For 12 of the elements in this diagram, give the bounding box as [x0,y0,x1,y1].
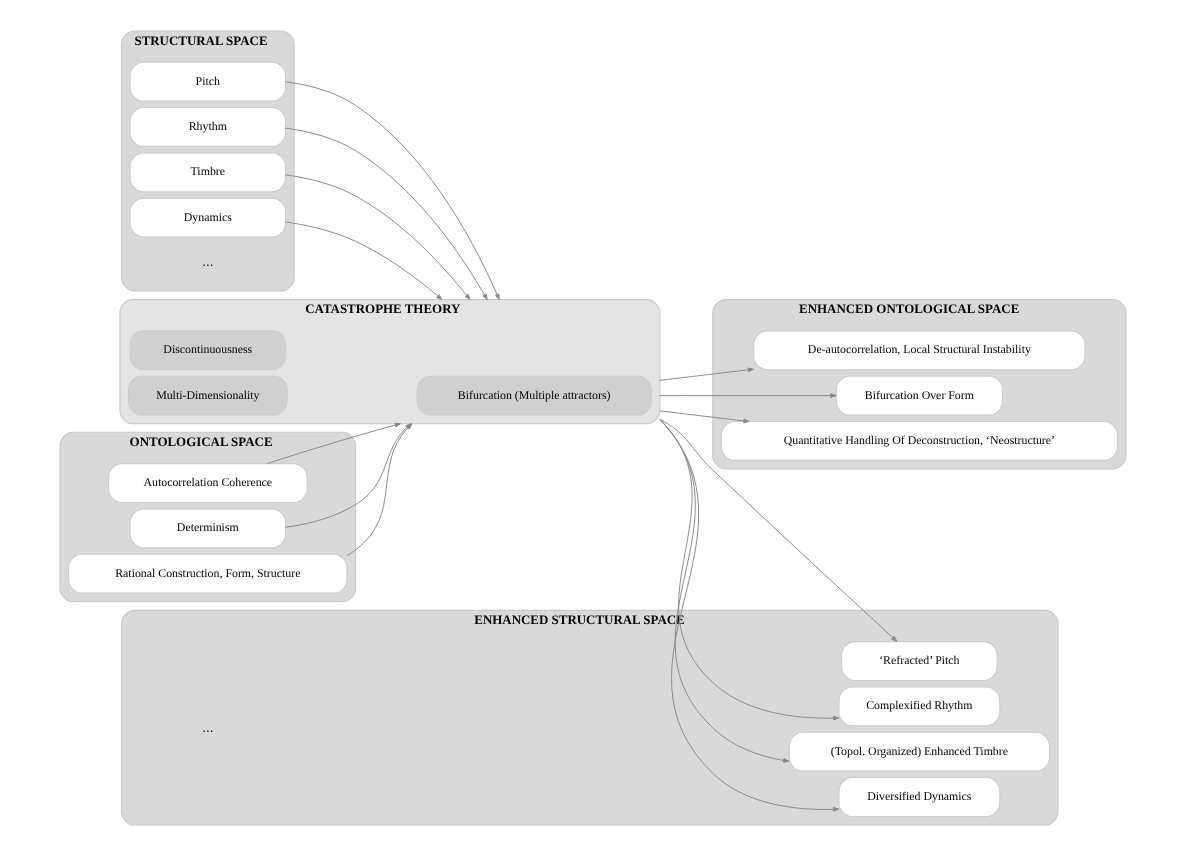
arrow [659,417,840,720]
arrow [659,417,840,811]
arrow [659,417,790,762]
arrow [659,366,755,380]
arrow [659,417,898,641]
arrow [266,421,402,464]
arrow [285,173,471,300]
arrow [659,409,750,423]
arrow [285,220,443,300]
arrow [285,126,488,300]
arrow [659,392,837,397]
arrow [285,80,500,300]
